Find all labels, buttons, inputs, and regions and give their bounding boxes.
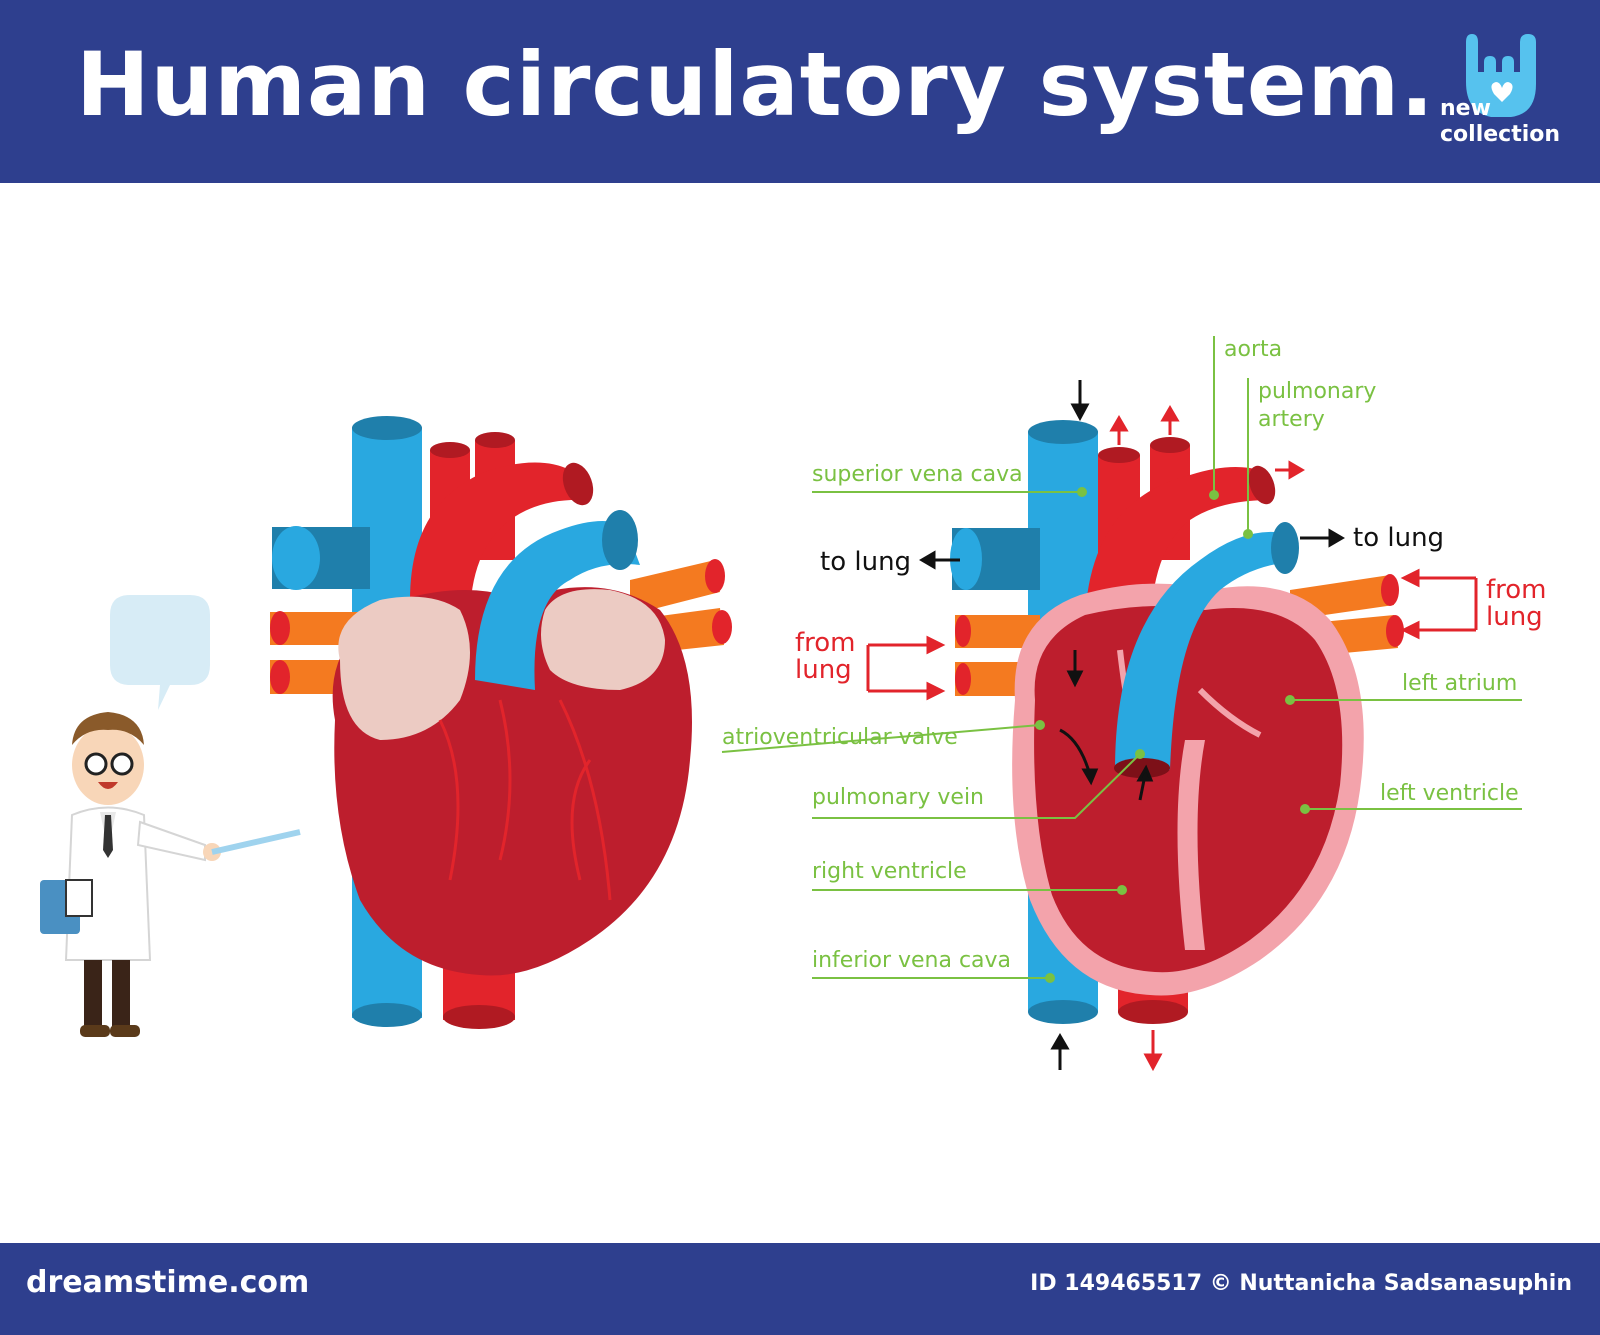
pulmonary-valve-opening [1114,758,1170,778]
pulmonary-vessel-left-opening [272,526,320,590]
pulmonary-trunk-opening [1271,522,1299,574]
right-atrium [338,596,470,740]
label-to-lung-right: to lung [1353,523,1444,553]
pulmonary-vein-right-upper [630,560,720,615]
pulmonary-vein-opening [1386,615,1404,647]
clipboard-paper [65,879,93,917]
descending-aorta-opening [1118,1000,1188,1024]
pulmonary-vein-opening [712,610,732,644]
brand-line-2: collection [1440,122,1561,147]
pulmonary-vein-left-upper [955,615,1040,648]
aortic-branch-opening [430,442,470,458]
doctor-mouth [98,782,118,789]
label-pulmonary-vein: pulmonary vein [812,785,984,810]
label-pulmonary-artery-2: artery [1258,407,1325,432]
header-bar: Human circulatory system. new collection [0,0,1600,183]
pulmonary-trunk [475,521,640,690]
label-superior-vena-cava: superior vena cava [812,462,1023,487]
vena-cava-top-opening [352,416,422,440]
label-from-lung-right-2: lung [1486,602,1543,632]
pulmonary-vein-opening [955,615,971,647]
label-from-lung-left-1: from [795,628,856,658]
label-aorta: aorta [1224,337,1282,362]
doctor-hair [72,712,144,745]
label-leaders [721,336,1522,983]
aortic-arch-opening [1248,465,1276,505]
outflow-arrows [1109,405,1305,1072]
aortic-branch-opening [1098,447,1140,463]
cross-section-heart: aorta pulmonary artery superior vena cav… [721,336,1547,1072]
pulmonary-vein-opening [705,559,725,593]
aortic-arch [410,462,585,620]
glasses-left [84,752,108,776]
doctor-head [72,725,144,805]
necktie [103,815,113,858]
label-left-ventricle: left ventricle [1380,781,1519,806]
illustration-area: aorta pulmonary artery superior vena cav… [0,183,1600,1243]
label-right-ventricle: right ventricle [812,859,967,884]
brand-label: new collection [1440,96,1560,148]
speech-bubble [110,595,210,710]
pointer-stick [211,829,301,855]
pulmonary-vein-opening [955,663,971,695]
ivc-opening [1028,1000,1098,1024]
heart-diagram-canvas: aorta pulmonary artery superior vena cav… [40,336,1547,1072]
pulmonary-trunk [1115,531,1290,770]
doctor-leg-left [84,960,102,1035]
doctor-arm [136,820,206,862]
inflow-arrows [866,568,1478,701]
label-left-atrium: left atrium [1402,671,1517,696]
page-title: Human circulatory system. [76,33,1435,136]
left-atrium [541,589,665,690]
glasses-right [110,752,134,776]
label-pulmonary-artery-1: pulmonary [1258,379,1376,404]
external-heart [270,416,732,1029]
pulmonary-vein-opening [1381,574,1399,606]
doctor-figure [40,595,301,1037]
valve-outline [1197,687,1262,738]
footer-credit: ID 149465517 © Nuttanicha Sadsanasuphin [1030,1271,1572,1296]
doctor-leg-right [112,960,130,1035]
lab-coat [64,806,152,961]
label-to-lung-left: to lung [820,547,911,577]
descending-aorta-opening [443,1005,515,1029]
pulmonary-artery-left-opening [950,528,982,590]
label-from-lung-right-1: from [1486,575,1547,605]
doctor-shoe-left [80,1025,110,1037]
label-from-lung-left-2: lung [795,655,852,685]
rock-hand-heart-icon [1466,34,1536,117]
coronary-vessels [438,699,612,901]
svc-opening [1028,420,1098,444]
brand-line-1: new [1440,96,1491,121]
septum [1177,740,1205,950]
footer-bar: dreamstime.com ID 149465517 © Nuttanicha… [0,1243,1600,1335]
pulmonary-vein-opening [270,660,290,694]
pulmonary-vein-opening [270,611,290,645]
doctor-shoe-right [110,1025,140,1037]
footer-site: dreamstime.com [26,1265,310,1300]
aortic-arch-opening [562,462,594,506]
label-inferior-vena-cava: inferior vena cava [812,948,1011,973]
aortic-branch-opening [475,432,515,448]
flow-arrows [919,380,1345,1070]
vena-cava-bottom-opening [352,1003,422,1027]
aortic-branch-opening [1150,437,1190,453]
pulmonary-trunk-opening [602,510,638,570]
label-atrioventricular-valve: atrioventricular valve [722,725,958,750]
